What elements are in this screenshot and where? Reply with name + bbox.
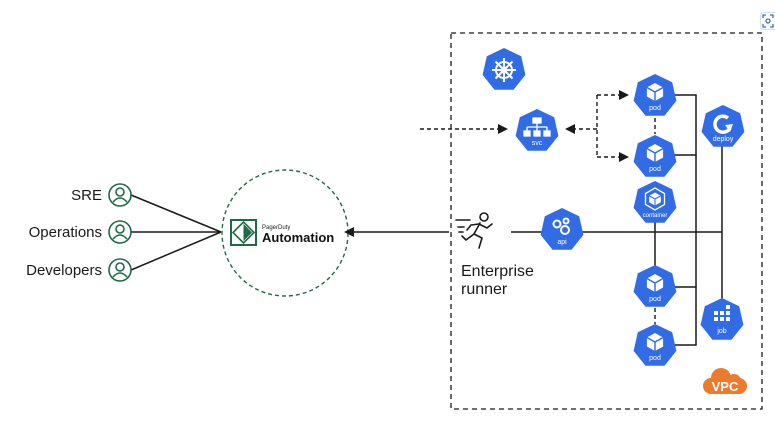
screenshot-corner-button[interactable]	[760, 12, 775, 30]
api-node: api	[540, 208, 584, 250]
vpc-label: VPC	[712, 379, 739, 394]
pagerduty-logo-icon	[230, 219, 257, 246]
svc-connectors	[420, 90, 656, 324]
brand-label: PagerDuty	[262, 225, 290, 231]
node-label: api	[557, 239, 567, 246]
cloud-icon	[703, 368, 747, 394]
role-connectors	[130, 194, 222, 271]
node-label: pod	[649, 166, 661, 173]
node-label: pod	[649, 105, 661, 112]
enterprise-runner: Enterprise runner	[455, 212, 534, 298]
kubernetes-helm-icon	[482, 48, 526, 90]
role-label: Developers	[26, 262, 102, 279]
runner-label-line1: Enterprise	[461, 263, 534, 280]
job-node: job	[700, 298, 744, 340]
container-node: container	[633, 181, 677, 223]
pod-node: pod	[633, 324, 677, 366]
vpc-boundary	[450, 32, 763, 410]
product-label: Automation	[262, 230, 334, 245]
node-label: deploy	[713, 136, 734, 143]
role-label: SRE	[71, 187, 102, 204]
role-operations: Operations	[29, 220, 132, 244]
role-label: Operations	[29, 224, 102, 241]
user-icon	[108, 220, 132, 244]
container-cube-icon	[644, 187, 666, 211]
pagerduty-automation: PagerDuty Automation	[221, 169, 349, 297]
refresh-icon	[713, 114, 733, 134]
node-label: container	[643, 213, 668, 219]
runner-label-line2: runner	[461, 281, 508, 298]
node-label: svc	[532, 140, 543, 147]
network-tree-icon	[523, 117, 551, 137]
vpc-badge: VPC	[703, 368, 747, 394]
grid-icon	[714, 305, 730, 321]
role-sre: SRE	[71, 183, 132, 207]
running-person-icon	[455, 212, 493, 249]
node-label: pod	[649, 355, 661, 362]
svc-node: svc	[515, 109, 559, 151]
node-label: pod	[649, 296, 661, 303]
pod-node: pod	[633, 265, 677, 307]
user-icon	[108, 183, 132, 207]
user-icon	[108, 258, 132, 282]
pod-node: pod	[633, 135, 677, 177]
gears-icon	[552, 217, 570, 235]
deploy-node: deploy	[701, 105, 745, 147]
pod-node: pod	[633, 74, 677, 116]
node-label: job	[716, 328, 726, 335]
role-developers: Developers	[26, 258, 132, 282]
focus-icon	[762, 14, 774, 28]
